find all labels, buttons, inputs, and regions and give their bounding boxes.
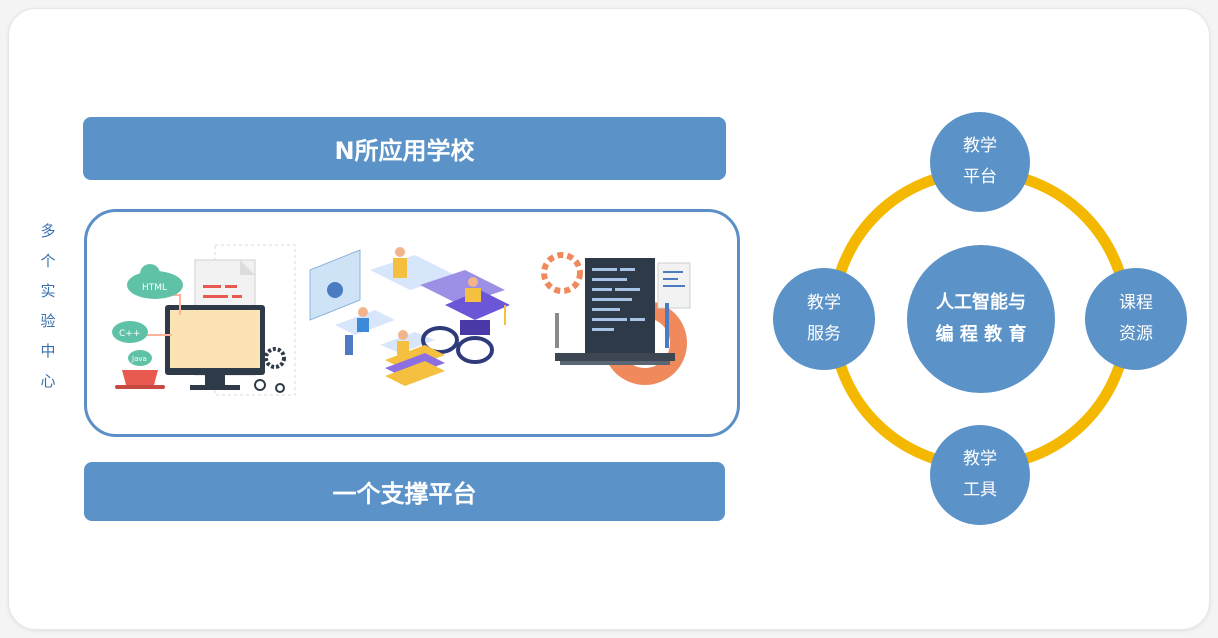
applied-schools-banner: N所应用学校 [83, 117, 726, 180]
ai-programming-education-node: 人工智能与 编 程 教 育 [907, 245, 1055, 393]
teaching-tools-node: 教学 工具 [930, 425, 1030, 525]
lab-centers-char: 多 [40, 222, 56, 240]
support-platform-banner: 一个支撑平台 [84, 462, 725, 521]
lab-centers-char: 实 [40, 282, 56, 300]
lab-centers-label: 多 个 实 验 中 心 [38, 216, 58, 396]
applied-schools-label: N所应用学校 [334, 137, 475, 165]
lab-centers-char: 心 [40, 372, 56, 390]
lab-centers-char: 中 [40, 342, 56, 360]
node-line-1: 教学 [963, 136, 997, 156]
classroom-illustration [309, 247, 510, 386]
node-line-2: 工具 [963, 480, 997, 500]
node-line-2: 服务 [807, 324, 841, 344]
node-line-1: 教学 [963, 449, 997, 469]
node-line-1: 课程 [1119, 293, 1153, 313]
lab-centers-char: 个 [40, 252, 56, 270]
java-bubble-text: Java [131, 355, 147, 363]
support-platform-label: 一个支撑平台 [332, 480, 477, 508]
lab-centers-char: 验 [40, 312, 56, 330]
center-line-2: 编 程 教 育 [935, 324, 1027, 345]
teaching-platform-node: 教学 平台 [930, 112, 1030, 212]
laptop-code-illustration [541, 252, 691, 385]
node-line-1: 教学 [807, 293, 841, 313]
cpp-bubble-text: C++ [119, 329, 140, 339]
node-line-2: 平台 [963, 167, 997, 187]
center-line-1: 人工智能与 [936, 292, 1026, 313]
coding-desktop-illustration: HTML C++ Java [112, 244, 296, 396]
course-resources-node: 课程 资源 [1085, 268, 1187, 370]
teaching-service-node: 教学 服务 [773, 268, 875, 370]
html-bubble-text: HTML [142, 283, 167, 293]
node-line-2: 资源 [1119, 324, 1153, 344]
